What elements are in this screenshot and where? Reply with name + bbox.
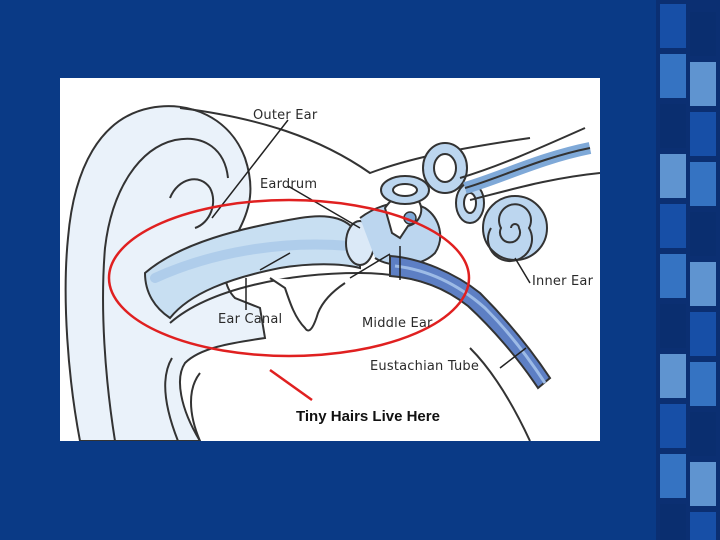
mosaic-tile — [660, 4, 686, 48]
mosaic-tile — [690, 212, 716, 256]
mosaic-tile — [690, 112, 716, 156]
mosaic-tile — [660, 454, 686, 498]
mosaic-tile — [660, 404, 686, 448]
hair-cell-highlight — [107, 198, 471, 402]
mosaic-tile — [660, 304, 686, 348]
label-inner-ear: Inner Ear — [532, 274, 594, 289]
mosaic-tile — [690, 362, 716, 406]
ear-anatomy-drawing — [64, 105, 600, 441]
mosaic-tile — [660, 504, 686, 540]
semicircular-canals-shape — [380, 142, 485, 224]
mosaic-tile — [660, 54, 686, 98]
mosaic-tile — [660, 204, 686, 248]
label-ear-canal: Ear Canal — [218, 312, 283, 327]
decorative-tile-strip — [656, 0, 720, 540]
mosaic-tile — [660, 254, 686, 298]
label-middle-ear: Middle Ear — [362, 316, 433, 331]
mosaic-tile — [690, 12, 716, 56]
mosaic-tile — [690, 262, 716, 306]
mosaic-tile — [690, 312, 716, 356]
label-eardrum: Eardrum — [260, 177, 318, 192]
mosaic-tile — [660, 104, 686, 148]
mosaic-tile — [690, 412, 716, 456]
mosaic-tile — [690, 512, 716, 540]
mosaic-tile — [690, 462, 716, 506]
mosaic-tile — [660, 154, 686, 198]
label-eustachian-tube: Eustachian Tube — [370, 359, 480, 374]
mosaic-tile — [660, 354, 686, 398]
ear-anatomy-figure: Outer Ear Eardrum Inner Ear Ear Canal Mi… — [60, 78, 600, 441]
label-outer-ear: Outer Ear — [253, 108, 318, 123]
mosaic-tile — [690, 162, 716, 206]
cochlea-shape — [482, 195, 548, 263]
caption-tiny-hairs: Tiny Hairs Live Here — [296, 408, 440, 425]
mosaic-tile — [690, 62, 716, 106]
